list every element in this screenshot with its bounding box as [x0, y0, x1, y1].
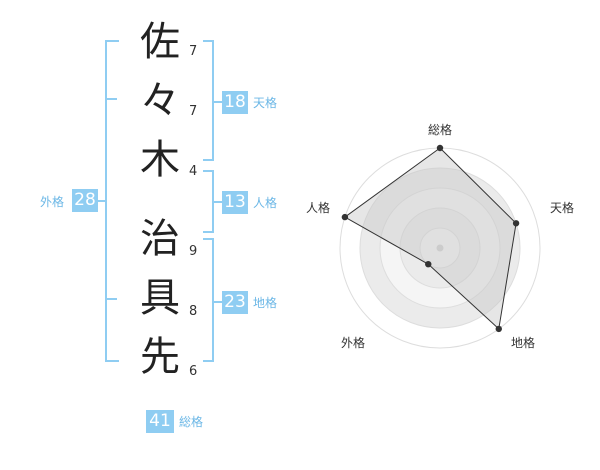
chikaku-bracket-connector [212, 301, 222, 303]
tenkaku-label: 天格 [253, 96, 278, 110]
name-char-6: 先 [140, 334, 180, 380]
gaikaku-label: 外格 [40, 195, 65, 209]
stroke-count-3: 4 [189, 164, 198, 179]
radar-point-4 [425, 260, 432, 268]
tenkaku-value-badge: 18 [222, 91, 248, 114]
soukaku-label: 総格 [179, 415, 204, 429]
radar-axis-label-soukaku: 総格 [428, 123, 453, 137]
soukaku-value-badge: 41 [146, 410, 174, 433]
radar-point-3 [495, 325, 502, 333]
chikaku-label: 地格 [253, 296, 278, 310]
stroke-count-6: 6 [189, 364, 198, 379]
name-char-1: 佐 [140, 19, 180, 65]
stroke-count-1: 7 [189, 44, 198, 59]
name-char-2: 々 [140, 78, 180, 124]
radar-axis-label-tenkaku: 天格 [550, 201, 575, 215]
gaikaku-value-badge: 28 [72, 189, 98, 212]
stroke-count-2: 7 [189, 104, 198, 119]
jinkaku-label: 人格 [253, 196, 278, 210]
name-char-3: 木 [140, 137, 180, 183]
radar-point-2 [512, 220, 520, 227]
jinkaku-bracket-connector [212, 201, 222, 203]
chikaku-value-badge: 23 [222, 291, 248, 314]
radar-point-1 [436, 144, 444, 152]
gaikaku-bracket-tick [105, 298, 117, 300]
name-char-5: 具 [140, 275, 180, 321]
radar-value-polygon [343, 147, 517, 330]
tenkaku-bracket [203, 40, 214, 161]
tenkaku-bracket-connector [212, 101, 222, 103]
chikaku-bracket [203, 238, 214, 362]
name-char-4: 治 [140, 216, 180, 262]
radar-axis-label-jinkaku: 人格 [306, 201, 331, 215]
stroke-count-5: 8 [189, 304, 198, 319]
radar-axis-label-gaikaku: 外格 [341, 336, 366, 350]
radar-point-5 [341, 213, 349, 221]
stroke-count-4: 9 [189, 244, 198, 259]
gaikaku-bracket-tick [105, 98, 117, 100]
jinkaku-value-badge: 13 [222, 191, 248, 214]
radar-axis-label-chikaku: 地格 [511, 336, 536, 350]
radar-center-dot [436, 244, 444, 252]
gaikaku-bracket-connector [97, 200, 105, 202]
gaikaku-bracket [105, 40, 119, 362]
